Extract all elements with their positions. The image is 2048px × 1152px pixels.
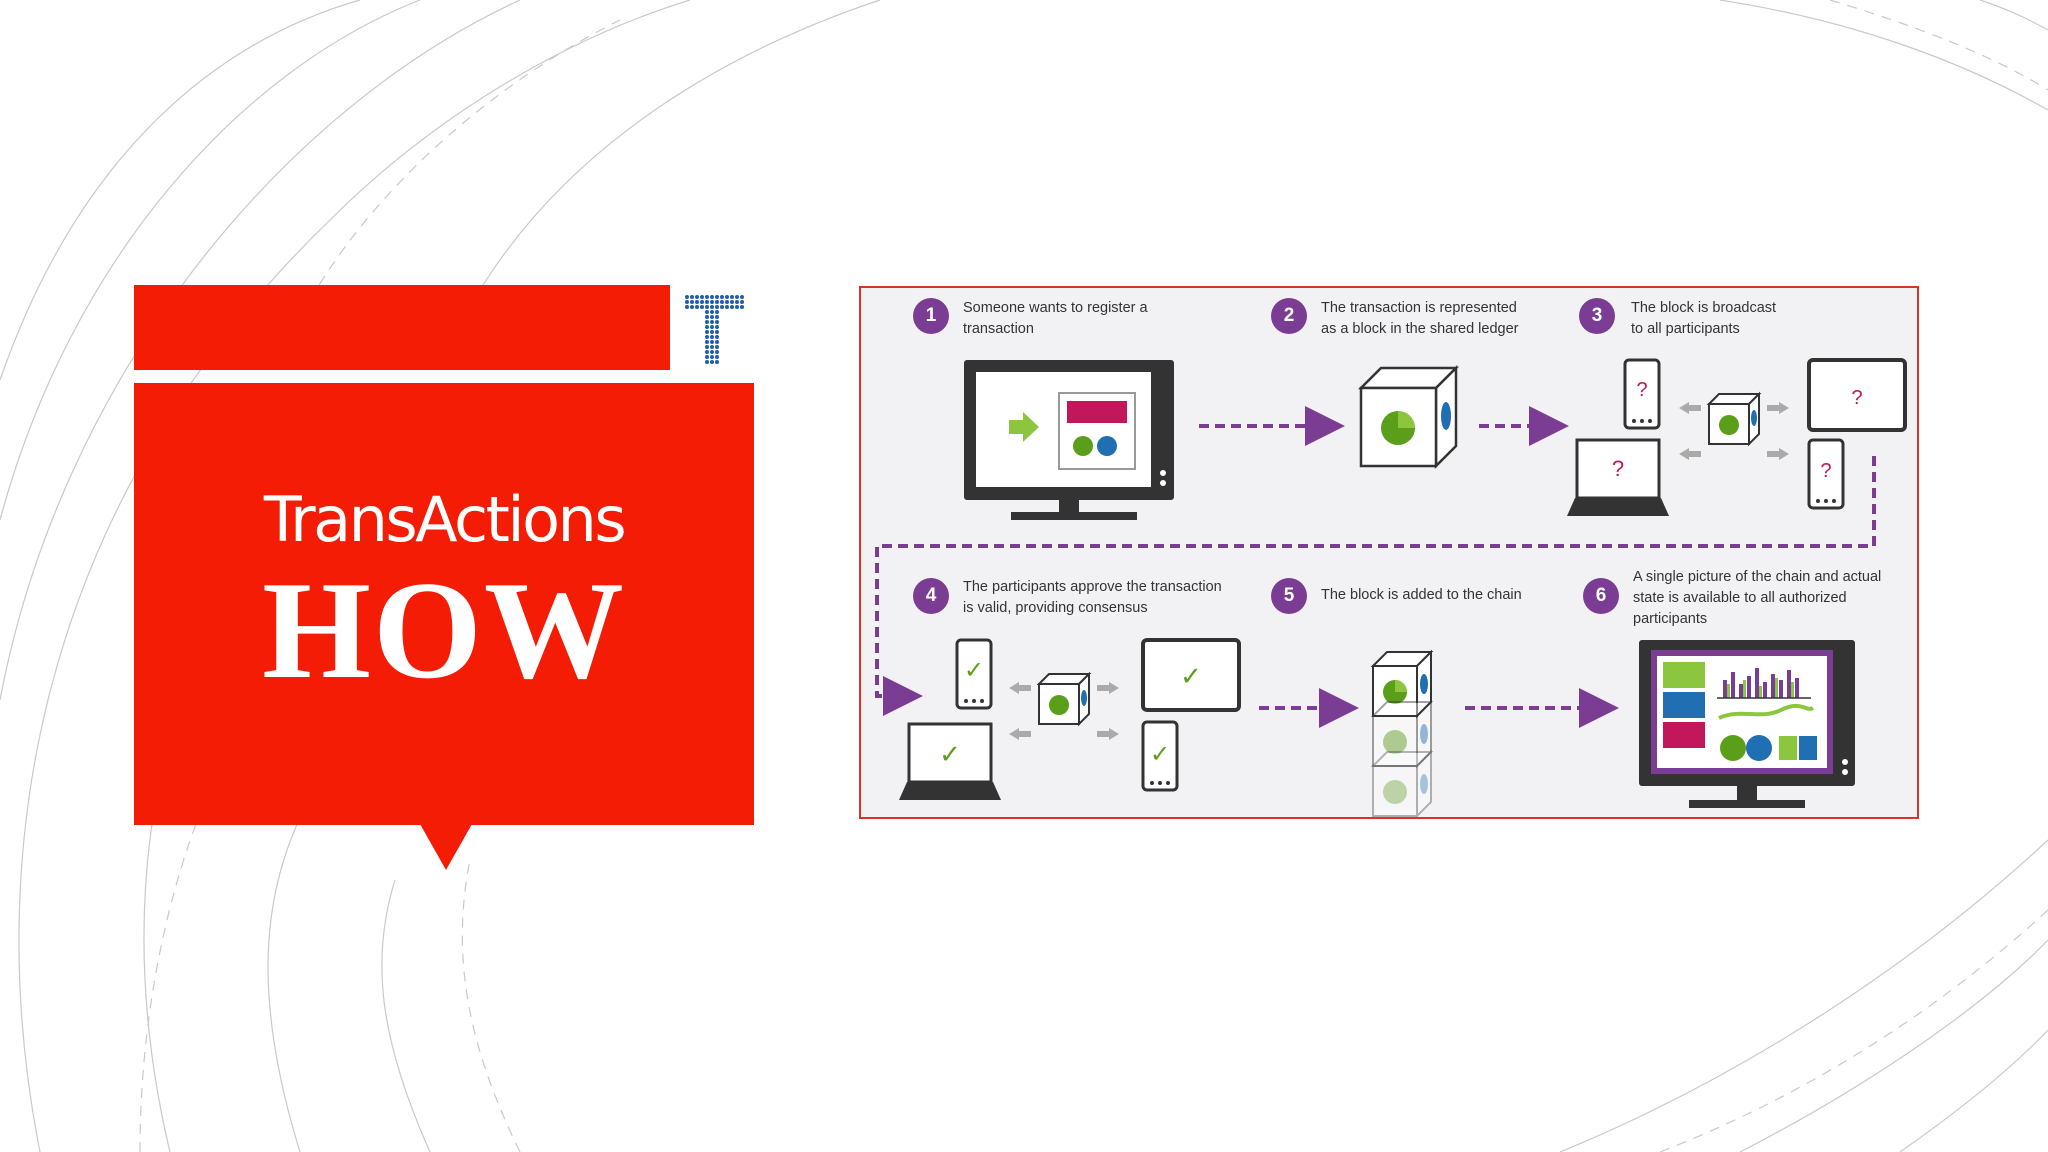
approved-mark-4: ✓ — [1150, 740, 1170, 768]
step-4-badge: 4 — [913, 578, 949, 614]
consensus-devices-icon: ✓ ✓ ✓ ✓ — [899, 638, 1241, 800]
step-2-badge: 2 — [1271, 298, 1307, 334]
step-6-badge: 6 — [1583, 578, 1619, 614]
registering-monitor-icon — [964, 360, 1174, 520]
speech-bubble-tail — [420, 824, 472, 870]
step-3-text: The block is broadcast to all participan… — [1631, 300, 1777, 337]
approved-mark-2: ✓ — [939, 740, 961, 770]
approved-mark-1: ✓ — [964, 656, 984, 684]
unknown-mark-4: ? — [1820, 460, 1831, 482]
shared-ledger-dashboard-icon — [1639, 640, 1855, 808]
step-5-badge: 5 — [1271, 578, 1307, 614]
title-card-top-strip — [134, 285, 670, 370]
step-1-text: Someone wants to register a transaction — [963, 300, 1148, 337]
diagram-graphics: ? ? ? ? — [875, 358, 1907, 817]
dotted-t-logo — [685, 295, 744, 364]
broadcast-participants-icon: ? ? ? ? — [1567, 358, 1907, 516]
slide-heading: HOW — [262, 553, 626, 708]
unknown-mark-3: ? — [1851, 387, 1862, 409]
step-5-text: The block is added to the chain — [1321, 587, 1522, 603]
step-2-text: The transaction is represented as a bloc… — [1321, 300, 1519, 337]
step-4-text: The participants approve the transaction… — [963, 579, 1222, 616]
approved-mark-3: ✓ — [1180, 662, 1202, 692]
step-3-badge: 3 — [1579, 298, 1615, 334]
title-card: TransActions HOW — [134, 383, 754, 825]
unknown-mark-2: ? — [1612, 456, 1624, 481]
unknown-mark-1: ? — [1636, 379, 1647, 401]
ledger-block-icon — [1357, 364, 1460, 470]
block-chain-icon — [1372, 651, 1432, 817]
slide-title: TransActions — [263, 483, 627, 556]
step-6-text: A single picture of the chain and actual… — [1633, 569, 1882, 627]
step-1-badge: 1 — [913, 298, 949, 334]
blockchain-process-diagram: ? ? ? ? — [859, 286, 1919, 819]
